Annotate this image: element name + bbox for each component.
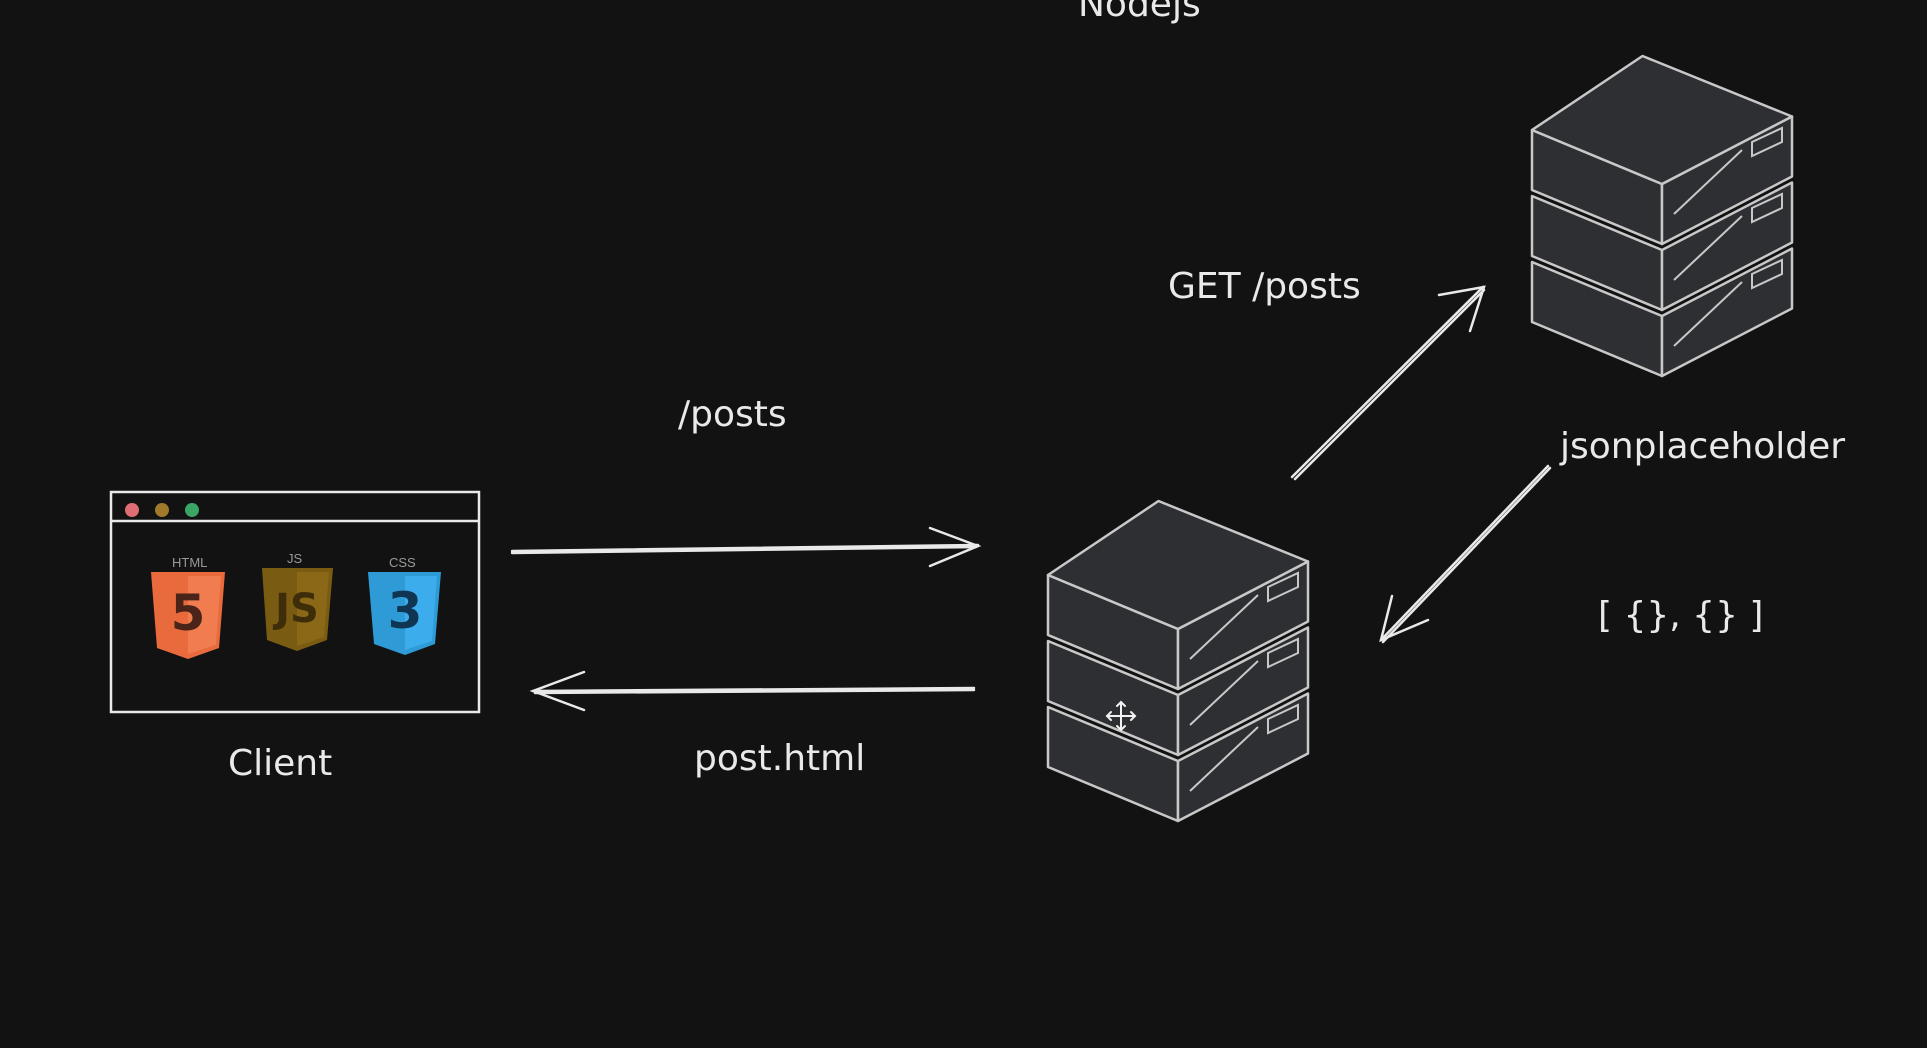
- svg-text:JS: JS: [272, 586, 319, 632]
- css3-icon: CSS 3: [368, 555, 441, 655]
- window-maximize-dot: [185, 503, 199, 517]
- jsonplaceholder-server-unit: [1530, 54, 1794, 246]
- jsonplaceholder-label: jsonplaceholder: [1559, 426, 1845, 467]
- svg-text:HTML: HTML: [172, 555, 207, 570]
- jsonplaceholder-server-unit: [1530, 181, 1794, 312]
- node-server-unit: [1046, 499, 1310, 691]
- svg-text:CSS: CSS: [389, 555, 416, 570]
- window-close-dot: [125, 503, 139, 517]
- client-browser-window: HTML 5 JS JS CSS 3: [109, 490, 481, 714]
- client-label: Client: [228, 743, 332, 784]
- json-response-arrow: [1379, 464, 1552, 644]
- jsonplaceholder-server-stack: [1530, 54, 1794, 378]
- svg-text:3: 3: [388, 582, 423, 640]
- get-request-arrow: [1290, 285, 1486, 481]
- node-server-unit: [1046, 626, 1310, 757]
- response-arrow: [529, 670, 976, 712]
- browser-frame: [109, 490, 481, 714]
- node-server-unit: [1046, 692, 1310, 823]
- post-html-label: post.html: [694, 738, 865, 779]
- jsonplaceholder-server-unit: [1530, 247, 1794, 378]
- json-array-label: [ {}, {} ]: [1598, 595, 1763, 636]
- node-server-stack: [1046, 499, 1310, 823]
- get-posts-label: GET /posts: [1168, 266, 1361, 307]
- svg-text:JS: JS: [287, 551, 303, 566]
- top-title: Nodejs: [1078, 0, 1201, 25]
- svg-text:5: 5: [171, 584, 206, 642]
- javascript-icon: JS JS: [262, 551, 333, 651]
- move-cursor-icon: [1105, 700, 1137, 732]
- window-minimize-dot: [155, 503, 169, 517]
- request-arrow: [510, 526, 982, 568]
- posts-route-label: /posts: [678, 394, 787, 435]
- html5-icon: HTML 5: [151, 555, 225, 659]
